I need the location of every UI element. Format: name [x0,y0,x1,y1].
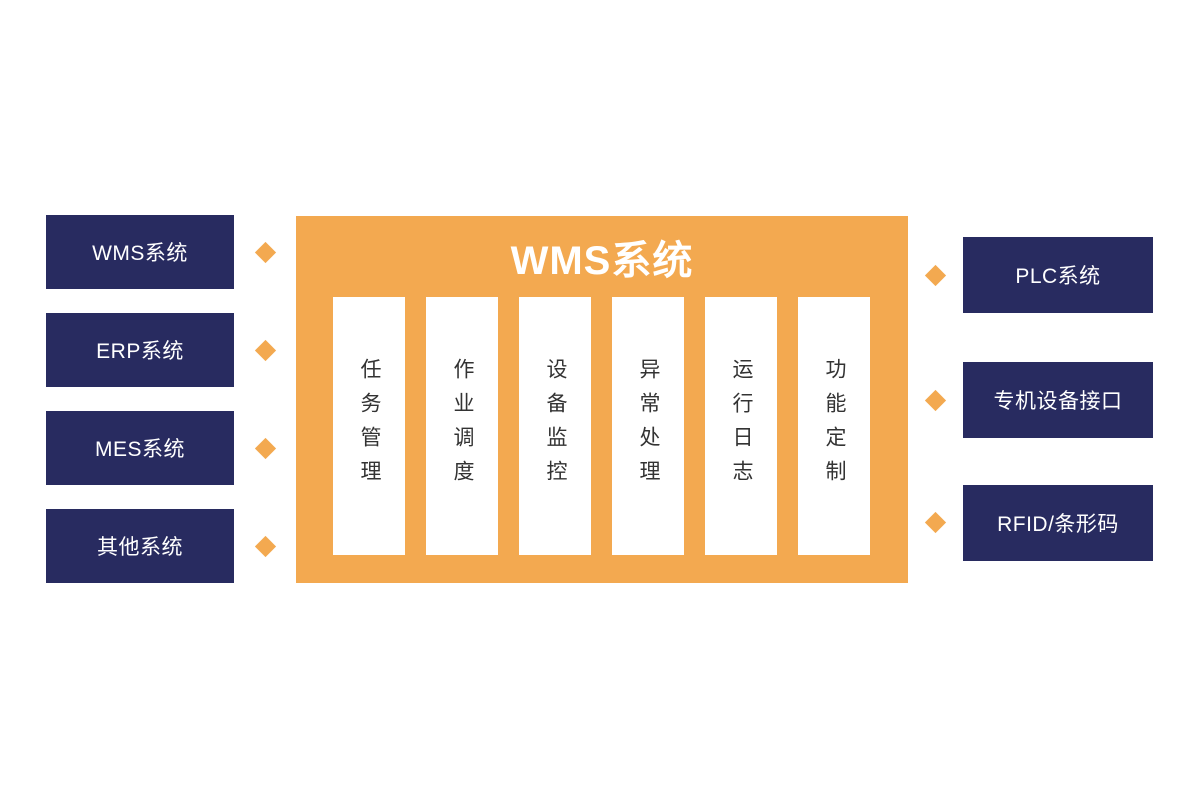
feature-column-device-monitoring: 设备监控 [519,297,591,555]
left-system-label: ERP系统 [96,340,184,363]
feature-column-task-management: 任务管理 [333,297,405,555]
panel-title: WMS系统 [510,238,694,283]
feature-column-function-customization: 功能定制 [798,297,870,555]
feature-columns: 任务管理 作业调度 设备监控 异常处理 运行日志 功能定制 [333,297,870,555]
right-system-label: 专机设备接口 [993,390,1123,413]
feature-column-exception-handling: 异常处理 [612,297,684,555]
diamond-icon [254,535,277,558]
diamond-icon [924,511,947,534]
feature-label: 作业调度 [451,358,474,494]
feature-column-run-log: 运行日志 [705,297,777,555]
diamond-icon [924,389,947,412]
diamond-icon [924,264,947,287]
left-system-label: WMS系统 [92,242,188,265]
feature-column-job-scheduling: 作业调度 [426,297,498,555]
wms-center-panel: WMS系统 任务管理 作业调度 设备监控 异常处理 运行日志 功能定制 [296,216,908,583]
feature-label: 功能定制 [823,358,846,494]
left-system-label: MES系统 [94,438,185,461]
feature-label: 异常处理 [637,358,660,494]
right-system-box-special-device-interface: 专机设备接口 [963,362,1153,438]
right-system-label: PLC系统 [1015,265,1101,288]
right-system-label: RFID/条形码 [997,513,1119,536]
feature-label: 运行日志 [730,358,753,494]
left-system-label: 其他系统 [97,536,183,559]
left-system-box-mes: MES系统 [46,411,234,485]
left-system-box-erp: ERP系统 [46,313,234,387]
diamond-icon [254,437,277,460]
left-system-box-wms: WMS系统 [46,215,234,289]
feature-label: 设备监控 [544,358,567,494]
diamond-icon [254,241,277,264]
diamond-icon [254,339,277,362]
feature-label: 任务管理 [358,358,381,494]
left-system-box-other: 其他系统 [46,509,234,583]
right-system-box-plc: PLC系统 [963,237,1153,313]
right-system-box-rfid-barcode: RFID/条形码 [963,485,1153,561]
